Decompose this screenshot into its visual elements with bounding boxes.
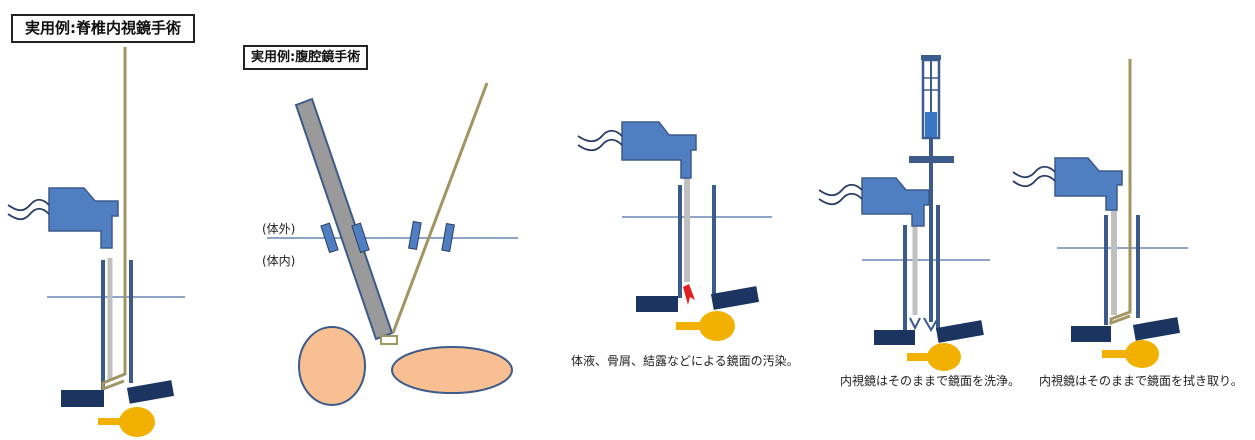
camera-head [48, 187, 119, 249]
port-sleeve-left-b [351, 222, 370, 254]
wiper-pad [699, 311, 735, 341]
camera-cable [577, 129, 623, 152]
port-sleeve-right-a [408, 220, 422, 251]
tissue-block-left [1071, 326, 1111, 342]
wiper-handle [1102, 350, 1130, 358]
caption-washing: 内視鏡はそのままで鏡面を洗浄。 [840, 374, 1021, 388]
wiper-pad [1125, 340, 1159, 368]
figure-wiping [1012, 59, 1188, 368]
syringe-fluid [925, 112, 937, 137]
label-outside-body: (体外) [262, 222, 296, 236]
figure-laparoscopy [267, 82, 518, 406]
wiper-instrument-tip [380, 335, 398, 345]
syringe-flange [921, 55, 941, 60]
tissue-block-left [636, 296, 678, 312]
organ-flat [391, 346, 513, 394]
irrigation-tip [909, 317, 939, 332]
tissue-block-left [874, 330, 915, 345]
camera-cable [1012, 165, 1056, 188]
title-spinal-endoscopy: 実用例:脊椎内視鏡手術 [11, 14, 195, 43]
laparoscope-shaft [294, 97, 394, 341]
tissue-block-left [61, 390, 104, 407]
wiper-rod [101, 47, 127, 392]
camera-cable [818, 183, 863, 206]
camera-head [861, 177, 930, 227]
caption-wiping: 内視鏡はそのままで鏡面を拭き取り。 [1039, 374, 1243, 388]
wiper-pad [119, 407, 155, 437]
figure-spinal-endoscopy [7, 47, 185, 437]
camera-head [621, 121, 697, 179]
title-laparoscopy: 実用例:腹腔鏡手術 [243, 45, 369, 70]
wiper-handle [676, 322, 704, 330]
tissue-block-right [126, 380, 175, 404]
figure-contamination [577, 121, 772, 341]
tissue-block-right [1132, 317, 1181, 341]
tissue-block-right [935, 320, 984, 343]
label-inside-body: (体内) [262, 254, 296, 268]
port-sleeve-left-a [320, 222, 339, 254]
wiper-rod [1109, 59, 1132, 326]
camera-cable [7, 198, 50, 221]
tissue-block-right [710, 286, 760, 310]
camera-head [1054, 157, 1123, 211]
wiper-handle [98, 418, 126, 425]
figure-washing [818, 55, 990, 371]
port-sleeve-right-b [441, 222, 455, 253]
wiper-handle [907, 353, 935, 361]
organ-round [298, 326, 366, 406]
contamination-mark [683, 284, 695, 305]
caption-contamination: 体液、骨屑、結露などによる鏡面の汚染。 [571, 354, 799, 368]
wiper-instrument-rod [391, 82, 489, 334]
wiper-pad [927, 343, 961, 371]
